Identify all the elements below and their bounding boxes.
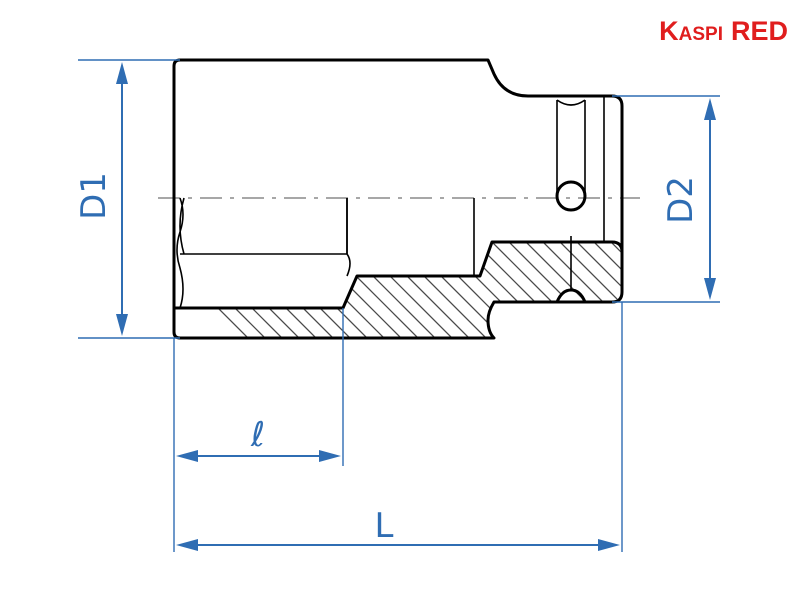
hatch-line — [360, 242, 472, 338]
hatch-line — [479, 242, 591, 338]
d1-dimension: D1 — [74, 62, 128, 336]
hatch-line — [309, 242, 421, 338]
hex-section-edge — [172, 240, 624, 310]
hatch-line — [667, 230, 777, 340]
hatch-line — [633, 230, 743, 340]
hatch-line — [684, 230, 794, 340]
hatch-line — [581, 242, 622, 338]
d2-dimension: D2 — [661, 98, 716, 300]
hatch-line — [564, 242, 622, 338]
hatch-line — [190, 242, 302, 338]
detent-slot — [556, 99, 586, 196]
hatch-line — [224, 242, 336, 338]
section-hatching — [174, 230, 794, 340]
socket-outline — [172, 58, 624, 340]
hatch-line — [547, 242, 622, 338]
hatch-line — [292, 242, 404, 338]
brand-name: Kaspi — [659, 16, 723, 46]
hatch-line — [343, 242, 455, 338]
pin-hole — [555, 180, 587, 212]
hatch-line — [513, 242, 622, 338]
brand-red: RED — [730, 16, 788, 46]
depth-label: ℓ — [250, 415, 265, 455]
hatch-line — [598, 242, 622, 338]
hatch-line — [462, 242, 574, 338]
hatch-line — [445, 242, 557, 338]
hatch-line — [428, 242, 540, 338]
hatch-line — [174, 242, 285, 338]
hatch-line — [411, 242, 523, 338]
detent-groove — [555, 288, 587, 304]
hatch-line — [496, 242, 608, 338]
hatch-line — [650, 230, 760, 340]
d2-label: D2 — [661, 176, 701, 224]
d1-label: D1 — [74, 172, 114, 220]
hatch-line — [275, 242, 387, 338]
hatch-line — [207, 242, 319, 338]
length-dimension: L — [176, 506, 620, 551]
hatch-line — [241, 242, 353, 338]
hex-bore-lines — [176, 197, 475, 309]
hatch-line — [377, 242, 489, 338]
hatch-line — [530, 242, 622, 338]
depth-dimension: ℓ — [176, 415, 341, 462]
length-label: L — [375, 506, 394, 546]
hatch-line — [174, 242, 251, 338]
